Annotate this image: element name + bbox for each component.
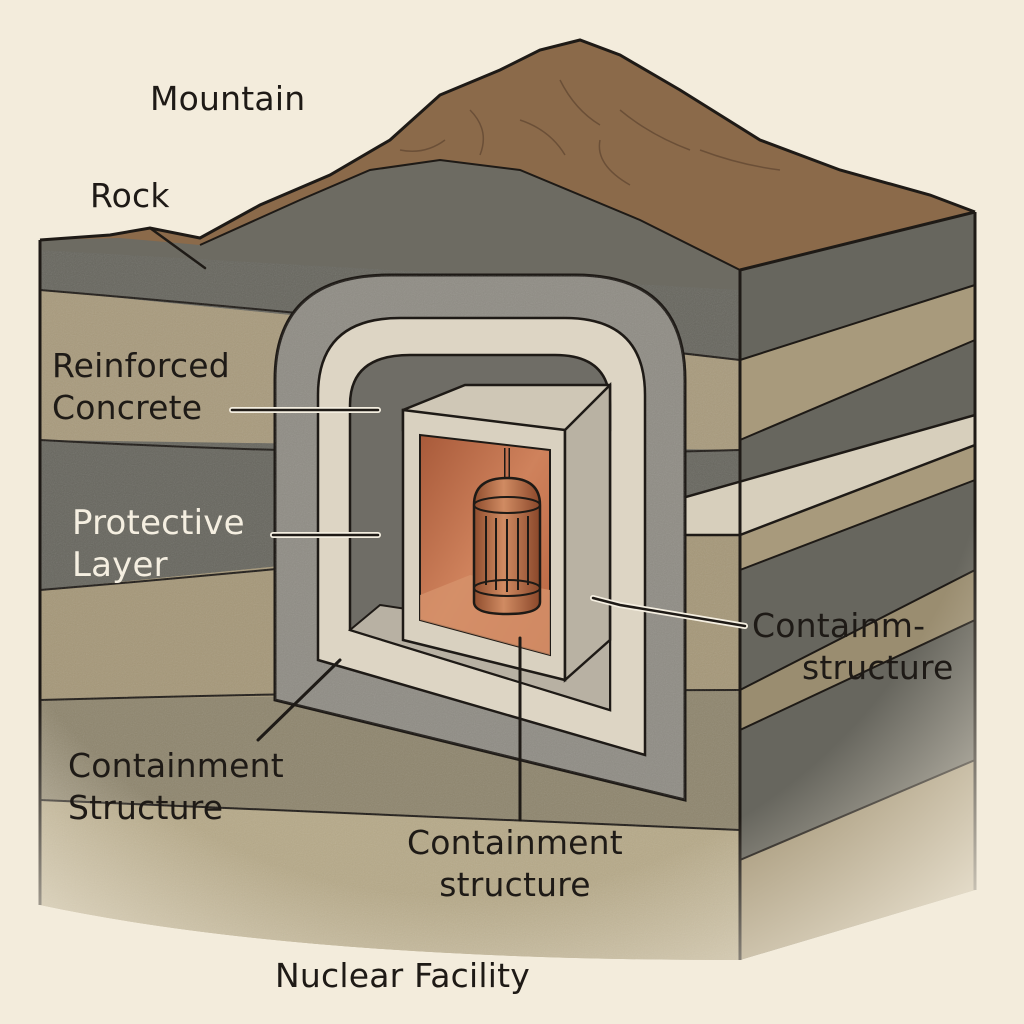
- label-protective-layer: Protective Layer: [72, 502, 245, 586]
- label-containment-structure-right-line2: structure: [802, 648, 954, 687]
- label-containment-structure-left-line2: Structure: [68, 788, 224, 827]
- label-containment-structure-bottom: Containment structure: [388, 822, 642, 906]
- label-containment-structure-bottom-line1: Containment: [407, 823, 623, 862]
- label-containment-structure-left-line1: Containment: [68, 746, 284, 785]
- label-mountain: Mountain: [150, 79, 306, 118]
- label-reinforced-concrete: Reinforced Concrete: [52, 345, 230, 429]
- label-containment-structure-bottom-line2: structure: [439, 865, 591, 904]
- label-reinforced-concrete-line1: Reinforced: [52, 346, 230, 385]
- label-protective-layer-line1: Protective: [72, 503, 245, 543]
- label-containment-structure-right: Containm- structure: [752, 605, 954, 689]
- label-containment-structure-right-line1: Containm-: [752, 606, 926, 645]
- label-reinforced-concrete-line2: Concrete: [52, 388, 203, 427]
- label-protective-layer-line2: Layer: [72, 545, 168, 585]
- label-rock: Rock: [90, 176, 170, 215]
- label-containment-structure-left: Containment Structure: [68, 745, 284, 829]
- label-nuclear-facility: Nuclear Facility: [275, 956, 530, 995]
